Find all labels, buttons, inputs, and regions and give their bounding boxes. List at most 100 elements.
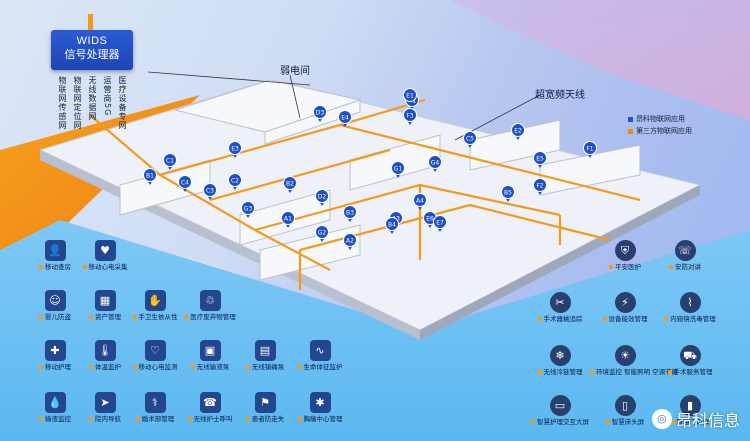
app-label: 智慧门口屏 xyxy=(655,418,725,427)
processor-subtitle: 信号处理器 xyxy=(64,48,120,61)
app-tile[interactable]: ❄无线冷链管理 xyxy=(525,345,595,377)
antenna-callout: 超宽频天线 xyxy=(535,90,585,101)
app-label: 手术器械追踪 xyxy=(525,315,595,324)
app-tile[interactable]: ⚑患者防走失 xyxy=(230,392,300,424)
wids-processor-box[interactable]: WIDS 信号处理器 xyxy=(51,30,133,70)
navigation-icon: ➤ xyxy=(94,392,116,413)
node-dot xyxy=(501,185,515,199)
node-marker[interactable]: E1 xyxy=(403,88,417,106)
door-screen-icon: ▮ xyxy=(679,395,701,416)
app-tile[interactable]: ✂手术器械追踪 xyxy=(525,292,595,324)
device-energy-icon: ⚡ xyxy=(614,292,636,313)
node-marker[interactable]: C5 xyxy=(463,131,477,149)
node-layer: A1A2A3A4B1B2B3B4B5C1C2C3C4C5D1D2D3E1E2E3… xyxy=(143,88,597,251)
node-marker[interactable]: F3 xyxy=(403,108,417,126)
app-tile[interactable]: ♥移动心电采集 xyxy=(70,240,140,272)
node-marker[interactable]: B5 xyxy=(501,185,515,203)
app-tile[interactable]: ✱胸痛中心管理 xyxy=(285,392,355,424)
intercom-icon: ☏ xyxy=(674,240,696,261)
node-label: B2 xyxy=(286,181,294,188)
heart-monitor-icon: ♡ xyxy=(144,340,166,361)
node-marker[interactable]: A2 xyxy=(343,233,357,251)
node-dot xyxy=(433,215,447,229)
pain-pump-icon: ▤ xyxy=(254,340,276,361)
app-label: 生命体征监护 xyxy=(285,363,355,372)
app-tile[interactable]: 🌡体温监护 xyxy=(70,340,140,372)
node-marker[interactable]: E2 xyxy=(511,123,525,141)
node-marker[interactable]: D2 xyxy=(315,189,329,207)
app-tile[interactable]: ⌇内窥镜洗毒管理 xyxy=(655,292,725,324)
node-marker[interactable]: B3 xyxy=(343,205,357,223)
node-label: B3 xyxy=(346,210,354,217)
legend-swatch-orange xyxy=(628,128,633,134)
node-label: E4 xyxy=(341,115,349,122)
node-marker[interactable]: E5 xyxy=(533,151,547,169)
legend-label: 昂科物联网应用 xyxy=(636,115,685,123)
app-label: 无线镇痛泵 xyxy=(230,363,300,372)
app-label: 无线冷链管理 xyxy=(525,368,595,377)
app-tile[interactable]: ✋手卫生依从性 xyxy=(120,290,190,322)
app-tile[interactable]: ☺婴儿防盗 xyxy=(20,290,90,322)
node-label: G1 xyxy=(394,166,403,173)
surgical-gown-icon: ⛟ xyxy=(679,345,701,366)
app-tile[interactable]: ▮ 智慧门口屏 xyxy=(655,395,725,427)
legend-item: 昂科物联网应用 xyxy=(628,114,692,124)
node-marker[interactable]: D3 xyxy=(313,105,327,123)
node-label: C5 xyxy=(466,136,474,143)
app-tile[interactable]: ⚕婚术部管理 xyxy=(120,392,190,424)
node-dot xyxy=(338,110,352,124)
node-label: E6 xyxy=(426,216,434,223)
node-dot xyxy=(403,108,417,122)
app-tile[interactable]: ∿生命体征监护 xyxy=(285,340,355,372)
app-tile[interactable]: ▤ 无线镇痛泵 xyxy=(230,340,300,372)
app-tile[interactable]: ☀环境监控 智能照明 空调节能 xyxy=(590,345,678,377)
app-tile[interactable]: ⛨平安医护 xyxy=(590,240,660,272)
node-marker[interactable]: C2 xyxy=(228,173,242,191)
node-marker[interactable]: B2 xyxy=(283,176,297,194)
app-tile[interactable]: ✚移动护理 xyxy=(20,340,90,372)
node-marker[interactable]: E3 xyxy=(228,141,242,159)
node-marker[interactable]: E7 xyxy=(433,215,447,233)
watermark-text: 昂科信息 xyxy=(675,411,740,430)
node-marker[interactable]: G3 xyxy=(241,201,255,219)
app-tile[interactable]: ▣无线输液泵 xyxy=(175,340,245,372)
node-marker[interactable]: G1 xyxy=(391,161,405,179)
node-dot xyxy=(463,131,477,145)
node-dot xyxy=(313,105,327,119)
app-tile[interactable]: ⚡设备能效管理 xyxy=(590,292,660,324)
node-marker[interactable]: A1 xyxy=(281,211,295,229)
node-marker[interactable]: C4 xyxy=(178,175,192,193)
node-marker[interactable]: G2 xyxy=(315,225,329,243)
app-tile[interactable]: 💧输液监控 xyxy=(20,392,90,424)
node-dot xyxy=(315,225,329,239)
app-tile[interactable]: ▭智慧护理交互大屏 xyxy=(525,395,595,427)
app-tile[interactable]: ☎ 无线护士呼叫 xyxy=(175,392,245,424)
app-tile[interactable]: 👤移动查房 xyxy=(20,240,90,272)
app-label: 婴儿防盗 xyxy=(20,313,90,322)
app-label: 婚术部管理 xyxy=(120,415,190,424)
node-marker[interactable]: G4 xyxy=(428,155,442,173)
app-tile[interactable]: ♡移动心电监测 xyxy=(120,340,190,372)
app-tile[interactable]: ▦资产管理 xyxy=(70,290,140,322)
app-tile[interactable]: ♲医疗废弃物管理 xyxy=(175,290,245,322)
app-label: 无线护士呼叫 xyxy=(175,415,245,424)
node-label: B4 xyxy=(388,222,396,229)
app-tile[interactable]: ☏安防对讲 xyxy=(650,240,720,272)
environment-icon: ☀ xyxy=(614,345,636,366)
app-tile[interactable]: ⛟手术服务管理 xyxy=(655,345,725,377)
node-marker[interactable]: B4 xyxy=(385,217,399,235)
app-tile[interactable]: ➤院内导航 xyxy=(70,392,140,424)
node-label: C3 xyxy=(206,188,214,195)
node-marker[interactable]: F1 xyxy=(583,141,597,159)
node-marker[interactable]: E4 xyxy=(338,110,352,128)
nurse-call-icon: ☎ xyxy=(199,392,221,413)
node-marker[interactable]: F2 xyxy=(533,178,547,196)
node-marker[interactable]: C1 xyxy=(163,153,177,171)
node-marker[interactable]: A4 xyxy=(413,193,427,211)
app-tile[interactable]: ▯智慧床头屏 xyxy=(590,395,660,427)
app-label: 输液监控 xyxy=(20,415,90,424)
node-marker[interactable]: B1 xyxy=(143,168,157,186)
node-marker[interactable]: C3 xyxy=(203,183,217,201)
app-label: 智慧护理交互大屏 xyxy=(525,418,595,427)
